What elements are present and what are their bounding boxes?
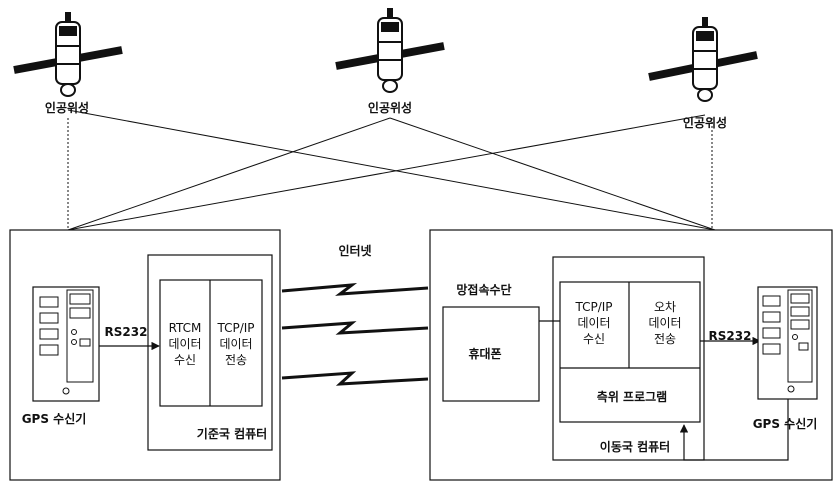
satellite-2: 인공위성	[335, 8, 445, 115]
mobile-data-module	[559, 281, 701, 423]
satellite-2-label: 인공위성	[368, 100, 412, 115]
base-rtcm-line1: RTCM	[169, 321, 202, 335]
base-rs232-label: RS232	[105, 325, 148, 339]
base-gps-receiver-label: GPS 수신기	[22, 411, 87, 426]
satellite-icon	[335, 8, 445, 93]
base-station-box	[9, 229, 281, 481]
internet-label: 인터넷	[338, 243, 371, 258]
satellite-icon	[13, 12, 123, 97]
wireless-access-label: 망접속수단	[456, 282, 511, 297]
phone-label: 휴대폰	[468, 346, 501, 361]
base-tcpip-cell: TCP/IP 데이터 전송	[216, 321, 254, 367]
internet-links	[281, 283, 429, 386]
phone-box	[442, 306, 540, 402]
mobile-gps-receiver-label: GPS 수신기	[753, 416, 818, 431]
base-rtcm-cell: RTCM 데이터 수신	[168, 321, 201, 367]
satellite-3: 인공위성	[648, 17, 758, 130]
mobile-gps-receiver	[757, 286, 818, 400]
mobile-error-line3: 전송	[654, 332, 676, 346]
satellite-3-label: 인공위성	[683, 115, 727, 130]
internet-link-3	[281, 371, 429, 386]
base-data-module	[159, 279, 263, 407]
mobile-computer-box	[552, 256, 705, 461]
gps-to-program-feedback	[679, 399, 789, 461]
mobile-tcpip-cell: TCP/IP 데이터 수신	[574, 300, 612, 346]
mobile-error-cell: 오차 데이터 전송	[648, 300, 681, 346]
base-computer-box	[147, 254, 273, 451]
mobile-rs232-label: RS232	[709, 329, 752, 343]
base-rtcm-line3: 수신	[174, 353, 196, 367]
positioning-program-label: 측위 프로그램	[597, 389, 667, 404]
satellite-1: 인공위성	[13, 12, 123, 115]
base-rtcm-line2: 데이터	[168, 337, 201, 351]
base-gps-receiver	[32, 286, 100, 402]
mobile-error-line2: 데이터	[648, 316, 681, 330]
satellite-1-label: 인공위성	[45, 100, 89, 115]
satellite-signal-lines	[67, 109, 716, 231]
base-tcpip-line1: TCP/IP	[216, 321, 254, 335]
satellite-icon	[648, 17, 758, 102]
mobile-computer-label: 이동국 컴퓨터	[600, 439, 670, 454]
mobile-tcpip-line2: 데이터	[577, 316, 610, 330]
mobile-station-box	[429, 229, 833, 481]
base-tcpip-line2: 데이터	[219, 337, 252, 351]
base-tcpip-line3: 전송	[225, 353, 247, 367]
mobile-tcpip-line3: 수신	[583, 332, 605, 346]
base-computer-label: 기준국 컴퓨터	[197, 426, 267, 441]
internet-link-2	[281, 321, 429, 335]
mobile-tcpip-line1: TCP/IP	[574, 300, 612, 314]
mobile-error-line1: 오차	[654, 300, 676, 314]
internet-link-1	[281, 283, 429, 296]
